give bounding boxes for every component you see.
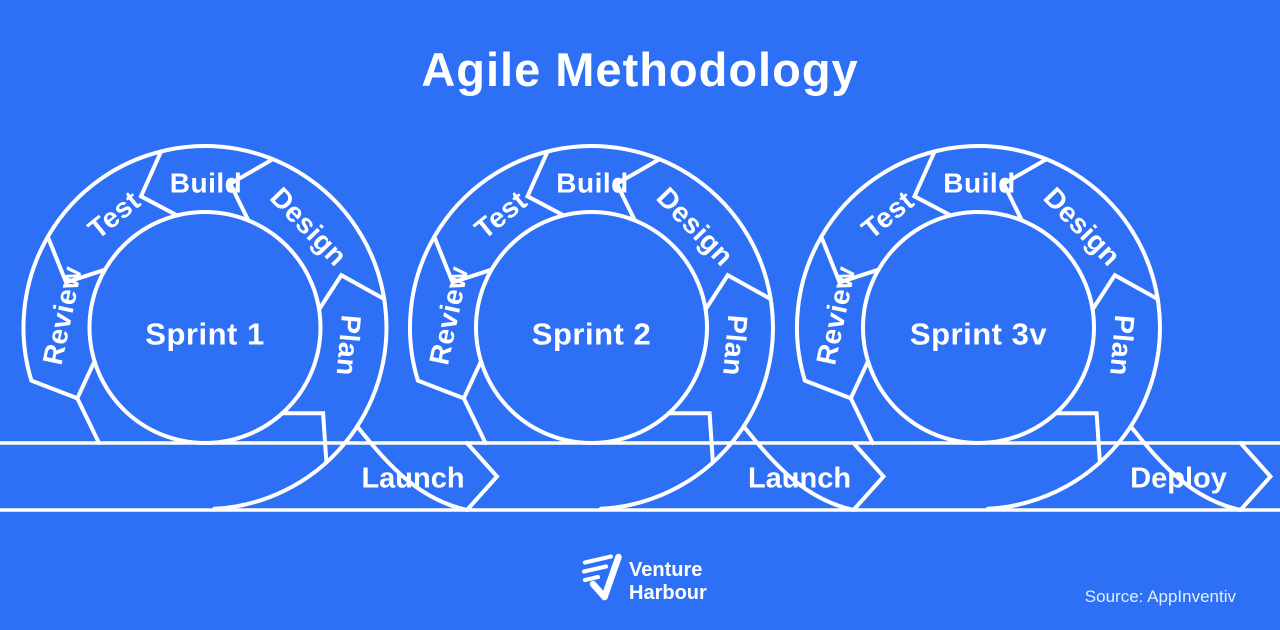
sprint-label: Sprint 2 (532, 316, 651, 351)
source-credit: Source: AppInventiv (1085, 587, 1237, 606)
phase-label-build: Build (943, 167, 1016, 198)
venture-harbour-logo: Venture Harbour (581, 553, 707, 604)
venture-harbour-logo-icon (581, 553, 622, 601)
band-arrow-label: Launch (748, 463, 851, 495)
logo-text-line2: Harbour (629, 582, 707, 604)
sprint-label: Sprint 1 (145, 316, 264, 351)
band-arrow-label: Launch (361, 463, 464, 495)
sprint-label: Sprint 3v (910, 316, 1047, 351)
phase-label-plan: Plan (331, 314, 367, 378)
phase-label-build: Build (556, 167, 629, 198)
phase-label-plan: Plan (1104, 314, 1140, 378)
page-title: Agile Methodology (421, 43, 858, 96)
phase-label-build: Build (170, 167, 243, 198)
phase-label-plan: Plan (717, 314, 753, 378)
band-arrow-label: Deploy (1130, 463, 1227, 495)
logo-text-line1: Venture (629, 559, 702, 581)
